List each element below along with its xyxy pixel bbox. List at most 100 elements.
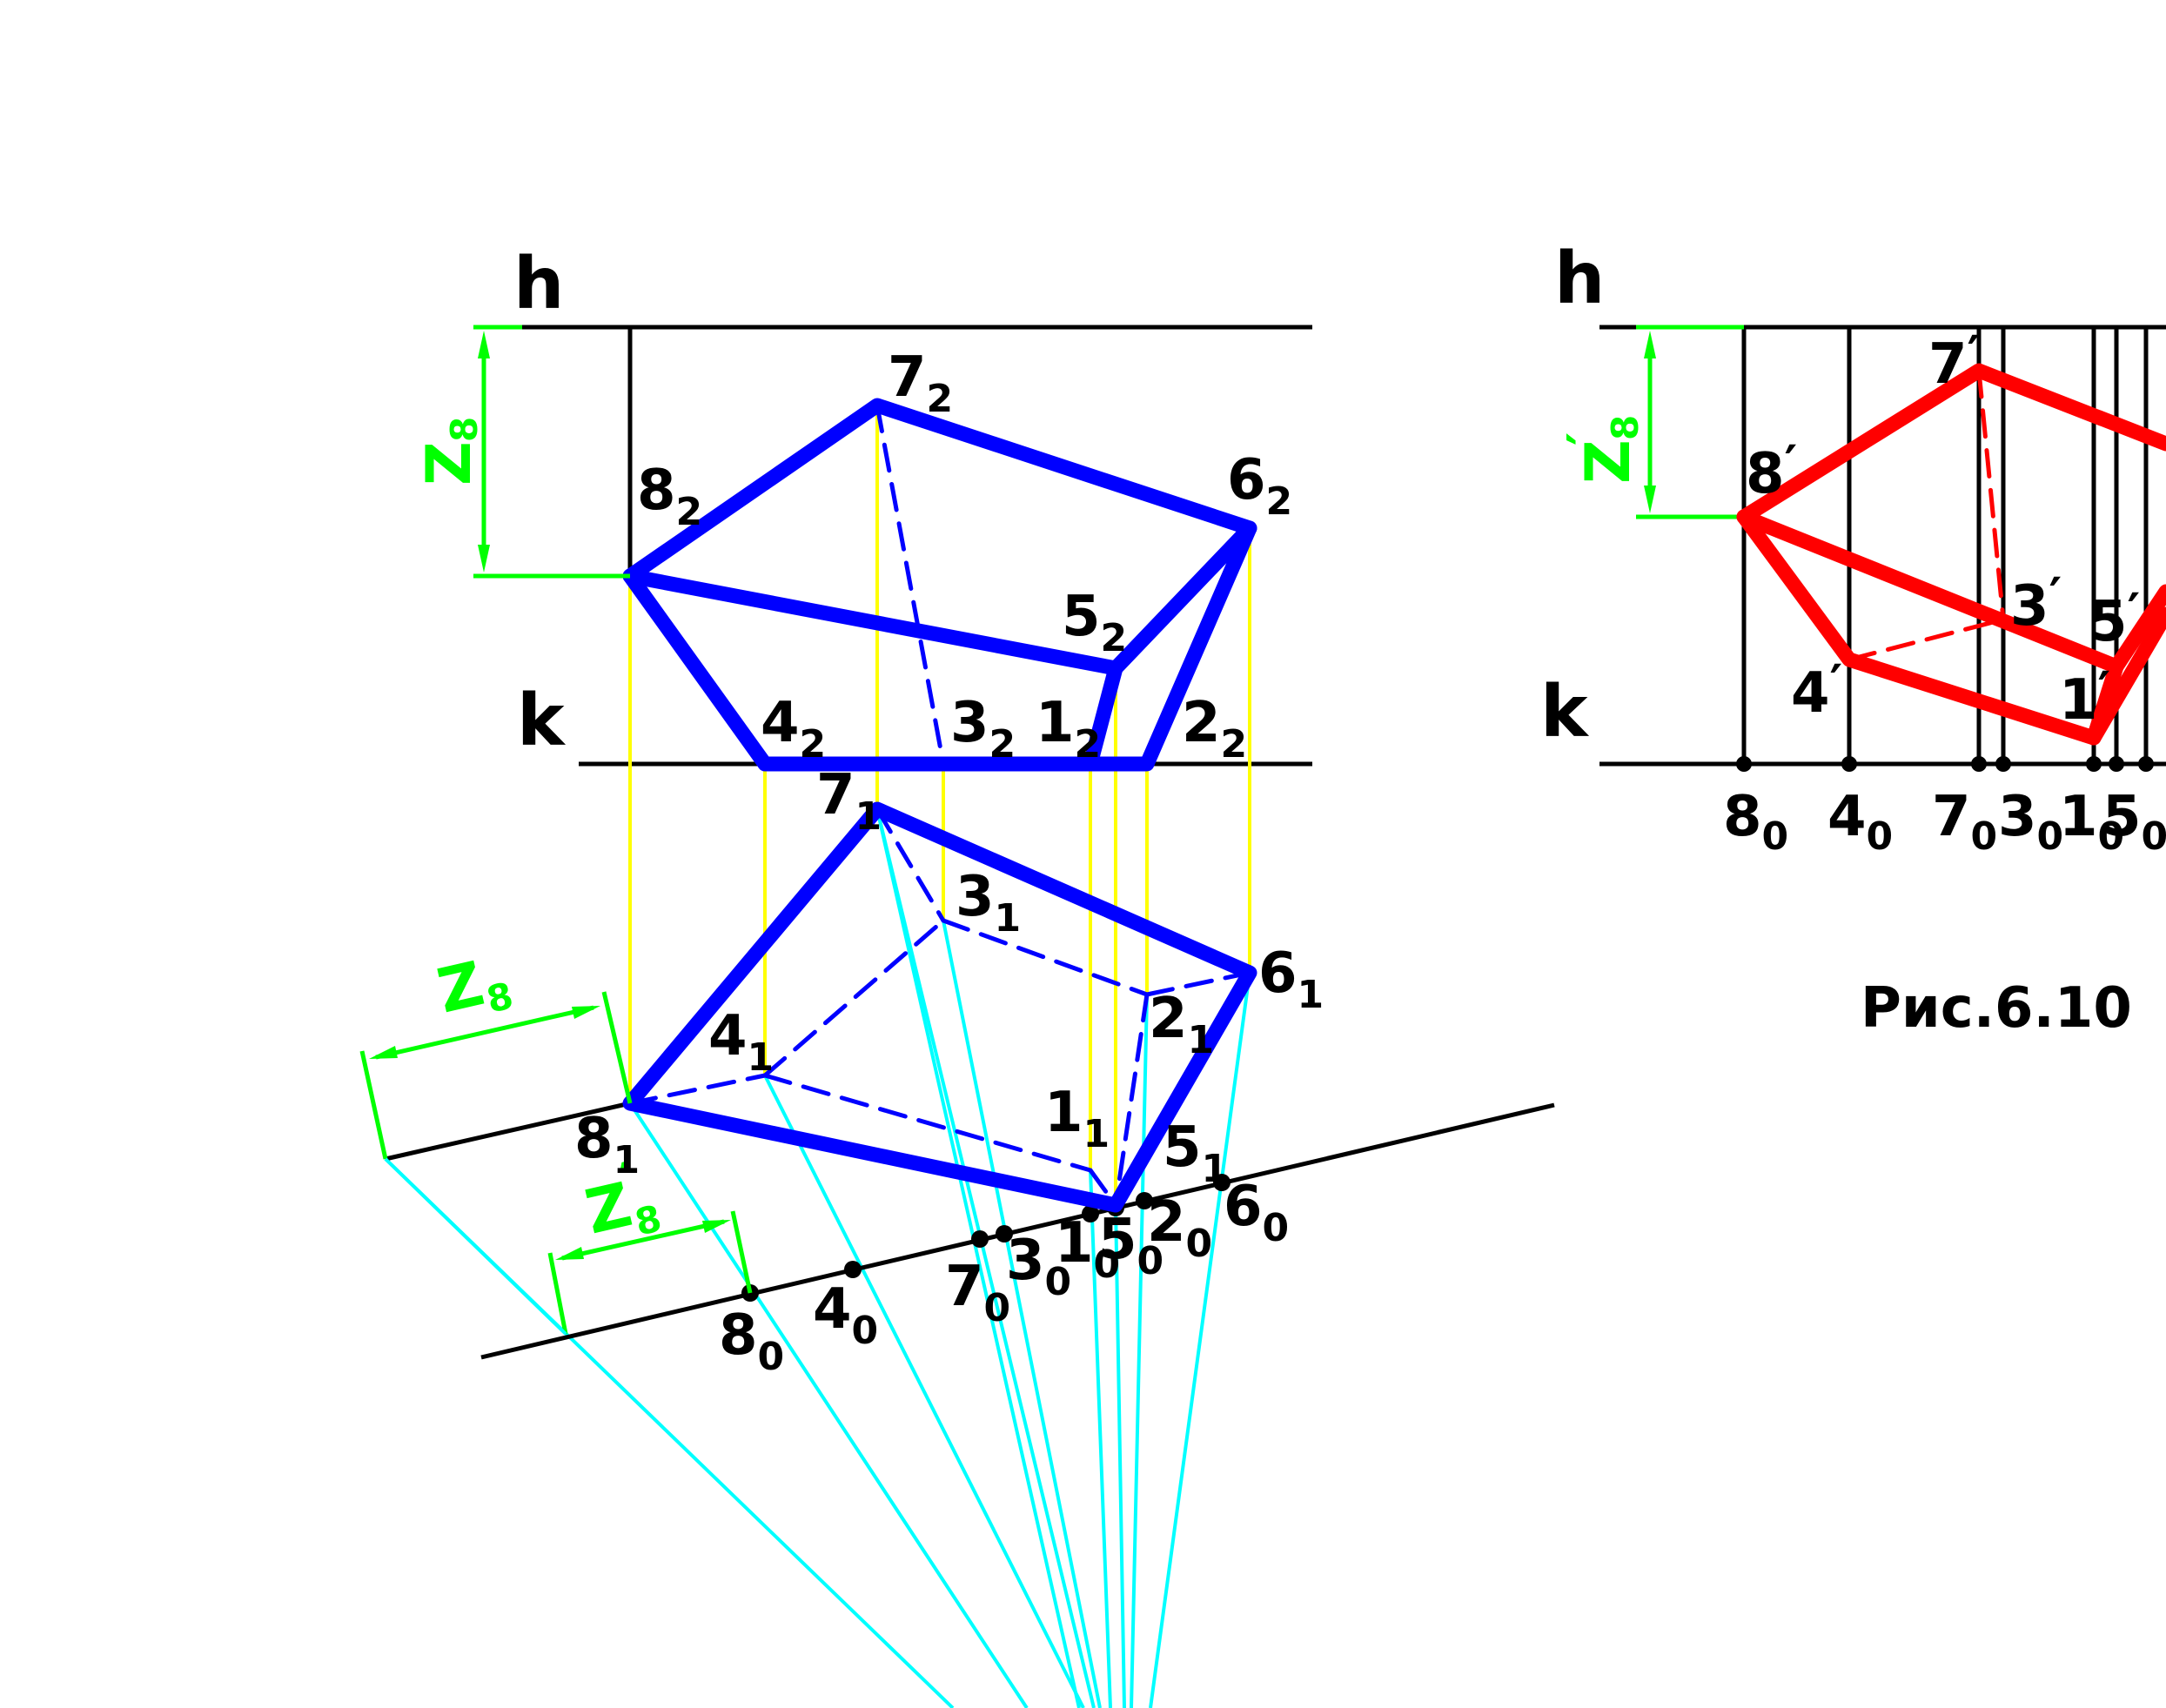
dim-arrow-c <box>555 1247 584 1260</box>
label-6-0: 60 <box>1224 1175 1289 1250</box>
right-axes <box>1599 325 2166 767</box>
aux-axis-labels: 80 40 70 30 10 50 <box>1723 785 2166 859</box>
label-8-1: 81 <box>574 1107 640 1182</box>
label-4-0: 40 <box>813 1277 878 1353</box>
top-view <box>622 801 1257 1213</box>
r-point-4-0 <box>1841 756 1857 772</box>
r-label-7-0: 70 <box>1932 785 1997 859</box>
yellow-projection-lines <box>628 405 1251 1205</box>
label-6-1: 61 <box>1258 941 1324 1017</box>
aux-hidden-4-3 <box>1847 617 2006 662</box>
dim-arrow-bottom <box>478 545 490 573</box>
dim-arrow-d <box>702 1220 731 1233</box>
label-5-0: 50 <box>1098 1208 1163 1283</box>
label-4-1: 41 <box>708 1004 774 1080</box>
label-4-2: 42 <box>761 691 826 767</box>
label-7-1: 71 <box>816 763 882 839</box>
top-view-labels: 71 31 61 41 21 11 81 51 <box>574 763 1324 1191</box>
z8p-vertical-sub: 8 <box>1604 415 1646 440</box>
label-1-0: 10 <box>1055 1211 1120 1287</box>
label-7-prime: 7′ <box>1928 326 1980 397</box>
ray-4 <box>763 1075 1085 1708</box>
r-dim-arrow-bottom <box>1644 486 1656 513</box>
z8-prime-vertical-label: Z ′ 8 <box>1556 415 1646 484</box>
point-3-0 <box>996 1225 1013 1242</box>
hidden-7-3 <box>875 807 946 923</box>
hidden-8-4 <box>627 1073 768 1106</box>
label-3-prime: 3′ <box>2010 568 2062 639</box>
line-point-labels: 80 40 70 30 10 50 20 60 <box>719 1175 1289 1379</box>
dim-z8-horizontal <box>375 1005 594 1060</box>
dim-ext-d <box>730 1210 753 1294</box>
r-point-7-0 <box>1971 756 1987 772</box>
r-label-8-0: 80 <box>1723 785 1788 859</box>
front-view-labels: 72 82 62 52 42 32 12 22 <box>637 345 1292 767</box>
k-label-right: k <box>1540 671 1590 754</box>
ray-8 <box>628 1102 1029 1708</box>
hidden-4-1 <box>762 1073 1093 1173</box>
front-view-edge-5-1 <box>1083 660 1123 772</box>
ray-3 <box>942 920 1102 1708</box>
slanted-axes <box>385 1101 1555 1360</box>
dim-ext-c <box>547 1252 568 1335</box>
hidden-4-3 <box>762 918 946 1078</box>
point-1-0 <box>1082 1205 1099 1222</box>
label-1-prime: 1′ <box>2059 662 2110 733</box>
label-3-1: 31 <box>956 865 1021 941</box>
right-green-dims <box>1636 325 1744 519</box>
label-3-2: 32 <box>950 691 1016 767</box>
label-2-1: 21 <box>1149 987 1214 1062</box>
ray-7 <box>875 808 1096 1708</box>
label-5-1: 51 <box>1163 1115 1228 1191</box>
aux-view <box>1736 363 2166 746</box>
label-8-0: 80 <box>719 1303 784 1379</box>
aux-hidden-7-3 <box>1976 368 2006 622</box>
front-view <box>622 398 1257 772</box>
figure-caption: Рис.6.10 <box>1861 976 2132 1041</box>
point-7-0 <box>971 1230 989 1248</box>
front-view-inner <box>622 520 1257 676</box>
r-dim-arrow-top <box>1644 331 1656 358</box>
label-7-2: 72 <box>888 345 953 421</box>
label-5-2: 52 <box>1062 585 1127 660</box>
label-7-0: 70 <box>945 1255 1010 1330</box>
h-label-right: h <box>1554 238 1605 320</box>
r-label-4-0: 40 <box>1827 785 1893 859</box>
aux-hidden-3-5 <box>2001 617 2119 669</box>
ray-1 <box>1089 1169 1112 1708</box>
h-label-left: h <box>513 243 564 325</box>
slanted-line-upper <box>385 1101 631 1162</box>
label-8-2: 82 <box>637 459 702 534</box>
z8-vertical-main: Z <box>413 441 485 486</box>
z8-horizontal-main: Z <box>431 948 490 1027</box>
r-label-5-0: 50 <box>2102 785 2166 859</box>
label-2-0: 20 <box>1147 1190 1212 1266</box>
z8p-vertical-prime: ′ <box>1556 432 1615 445</box>
dim-arrow-b <box>572 1006 600 1019</box>
aux-hidden <box>1847 368 2119 669</box>
ray-6 <box>1149 972 1251 1708</box>
aux-view-labels: 7′ 8′ 3′ 5′ 4′ 1′ <box>1746 326 2140 733</box>
dim-arrow-a <box>369 1046 398 1059</box>
dim-ext-a <box>359 1050 388 1160</box>
top-view-hidden <box>627 807 1252 1208</box>
right-axis-points <box>1736 756 2154 772</box>
r-point-3-0 <box>1995 756 2011 772</box>
label-5-prime: 5′ <box>2089 584 2140 654</box>
ray-8-0-lower <box>384 1157 567 1336</box>
hidden-2-5 <box>1113 992 1150 1208</box>
point-6-0 <box>1213 1174 1231 1191</box>
r-point-5-0 <box>2109 756 2124 772</box>
point-2-0 <box>1136 1192 1153 1209</box>
label-1-1: 11 <box>1044 1081 1110 1156</box>
r-label-3-0: 30 <box>1998 785 2063 859</box>
label-1-2: 12 <box>1036 691 1101 767</box>
dim-ext-b <box>601 991 633 1104</box>
z8-vertical-label: Z 8 <box>413 417 486 486</box>
ray-5 <box>1114 1204 1126 1708</box>
ray-7b <box>875 808 1081 1708</box>
r-point-1-0 <box>2086 756 2102 772</box>
hidden-2-6 <box>1144 970 1252 997</box>
z8-horizontal-label: Z 8 <box>431 948 517 1027</box>
